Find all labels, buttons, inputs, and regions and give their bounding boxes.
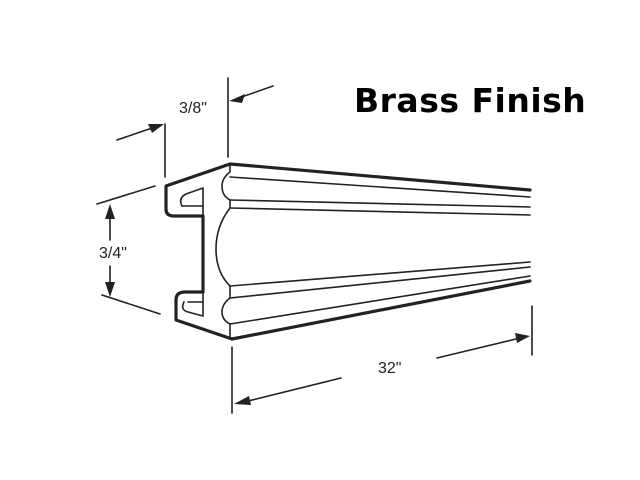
bottom-edge — [230, 279, 532, 341]
arrow-icon — [229, 94, 245, 103]
length-dimension-label: 32" — [378, 360, 402, 377]
face-profile — [215, 163, 231, 340]
top-edge — [228, 162, 532, 192]
product-title: Brass Finish — [354, 81, 587, 120]
arrow-icon — [148, 124, 164, 133]
height-extension-bottom — [101, 294, 161, 315]
width-dimension-label: 3/8" — [179, 100, 207, 117]
height-dimension-label: 3/4" — [99, 244, 127, 264]
arrow-icon — [234, 396, 251, 405]
arrow-icon — [105, 282, 115, 297]
height-extension-top — [96, 185, 156, 205]
end-profile-outline — [164, 162, 234, 341]
arrow-icon — [515, 333, 530, 343]
arrow-icon — [105, 204, 115, 219]
